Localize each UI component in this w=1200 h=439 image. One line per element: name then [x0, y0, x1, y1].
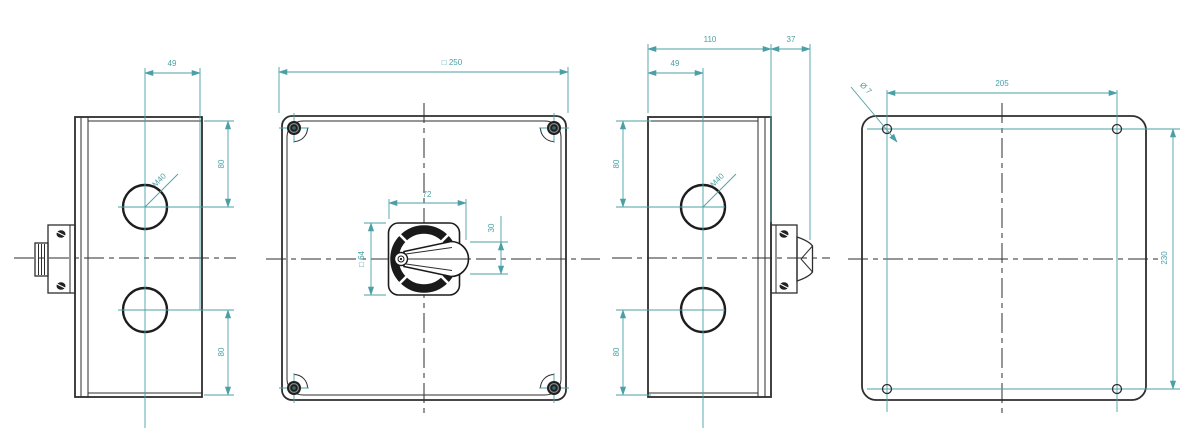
- front-lid-outline: [281, 115, 567, 401]
- thread-callout-right: M40: [702, 171, 737, 208]
- screw-icon: [279, 373, 309, 403]
- dim-label: 30: [487, 223, 496, 232]
- dim-label: □ 64: [357, 250, 366, 267]
- dimension-upper-80-left: 80: [118, 120, 234, 208]
- dim-label: □ 250: [442, 58, 463, 67]
- mounting-hole: [1111, 123, 1123, 135]
- dim-label: 80: [612, 347, 621, 356]
- mounting-hole: [1111, 383, 1123, 395]
- screw-icon: [539, 373, 569, 403]
- view-side-right: 110 37 49 80 80 M40: [612, 35, 830, 428]
- dim-label: 49: [671, 59, 680, 68]
- knob-profile: [34, 242, 49, 277]
- view-rear: 205 230 Ø 7: [848, 79, 1180, 415]
- mounting-hole: [881, 383, 893, 395]
- dim-label: Ø 7: [858, 80, 874, 96]
- dimension-plate-64: □ 64: [357, 222, 386, 296]
- mounting-hole-centerlines: [867, 90, 1180, 412]
- screw-icon: [539, 113, 569, 143]
- dim-label: 110: [704, 35, 717, 44]
- dimension-handle-length-72: 72: [388, 190, 467, 240]
- dim-label: 72: [423, 190, 432, 199]
- dimension-hole-spacing-230: 230: [1160, 128, 1177, 390]
- side-right-enclosure-outline: [647, 116, 772, 398]
- dimension-hole-offset-right: 49: [647, 59, 704, 428]
- dimension-depth-110: 110: [647, 35, 772, 222]
- rear-panel-outline: [861, 115, 1147, 401]
- screw-icon: [279, 113, 309, 143]
- dimension-upper-80-right: 80: [612, 120, 725, 208]
- view-side-left: 49 80 80 M40: [14, 59, 236, 428]
- rotary-switch: [387, 222, 470, 296]
- dim-label: 80: [217, 159, 226, 168]
- dimension-handle-projection-37: 37: [770, 35, 811, 240]
- dim-label: 49: [168, 59, 177, 68]
- side-right-switch-profile: [770, 224, 814, 294]
- view-front: □ 250 72 30 □ 64: [266, 58, 600, 414]
- side-left-enclosure-outline: [74, 116, 203, 398]
- dimension-overall-250: □ 250: [278, 58, 569, 113]
- dim-label: 80: [612, 159, 621, 168]
- dim-label: 230: [1160, 251, 1169, 265]
- dimension-lower-80-left: 80: [118, 309, 234, 396]
- dimension-lower-80-right: 80: [612, 309, 725, 396]
- dim-label: 37: [787, 35, 796, 44]
- knob-profile: [796, 236, 814, 282]
- side-left-switch-profile: [34, 224, 76, 294]
- dim-label: 80: [217, 347, 226, 356]
- mounting-hole: [881, 123, 893, 135]
- dimension-hole-offset-left: 49: [144, 59, 201, 428]
- corner-screws: [279, 113, 569, 403]
- dimension-handle-width-30: 30: [470, 216, 508, 275]
- thread-callout-left: M40: [144, 171, 179, 208]
- dimension-hole-spacing-205: 205: [886, 79, 1118, 97]
- dim-label: 205: [995, 79, 1009, 88]
